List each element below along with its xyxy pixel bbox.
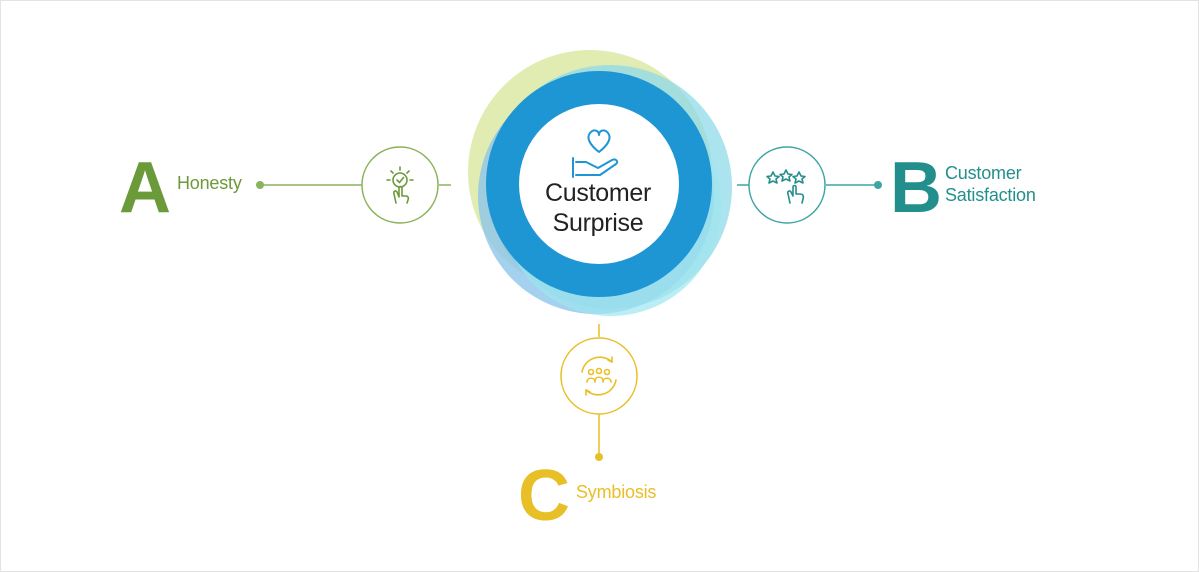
- node-a-label: Honesty: [177, 172, 242, 194]
- heart-in-hand-icon: [572, 129, 619, 178]
- node-b-label: Customer Satisfaction: [945, 162, 1036, 206]
- node-c-label-line1: Symbiosis: [576, 482, 657, 502]
- sun-check-hand-icon: [386, 166, 414, 204]
- people-cycle-icon: [581, 356, 617, 396]
- center-title-line1: Customer: [545, 179, 651, 207]
- connector-a: [256, 181, 451, 189]
- node-a-circle: [361, 146, 439, 224]
- connector-c: [595, 324, 603, 461]
- connector-b: [737, 181, 882, 189]
- node-c-circle: [560, 337, 638, 415]
- node-b-letter: B: [890, 148, 942, 228]
- node-b-label-line2: Satisfaction: [945, 185, 1036, 205]
- node-c-letter: C: [518, 456, 570, 536]
- node-a-letter: A: [119, 148, 171, 228]
- node-c-label: Symbiosis: [576, 481, 656, 503]
- stars-rating-hand-icon: [766, 169, 806, 204]
- node-a-label-line1: Honesty: [177, 173, 242, 193]
- center-title: Customer Surprise: [518, 178, 678, 238]
- center-rings: [468, 50, 732, 316]
- node-b-circle: [748, 146, 826, 224]
- center-title-line2: Surprise: [552, 209, 644, 237]
- node-b-label-line1: Customer: [945, 163, 1022, 183]
